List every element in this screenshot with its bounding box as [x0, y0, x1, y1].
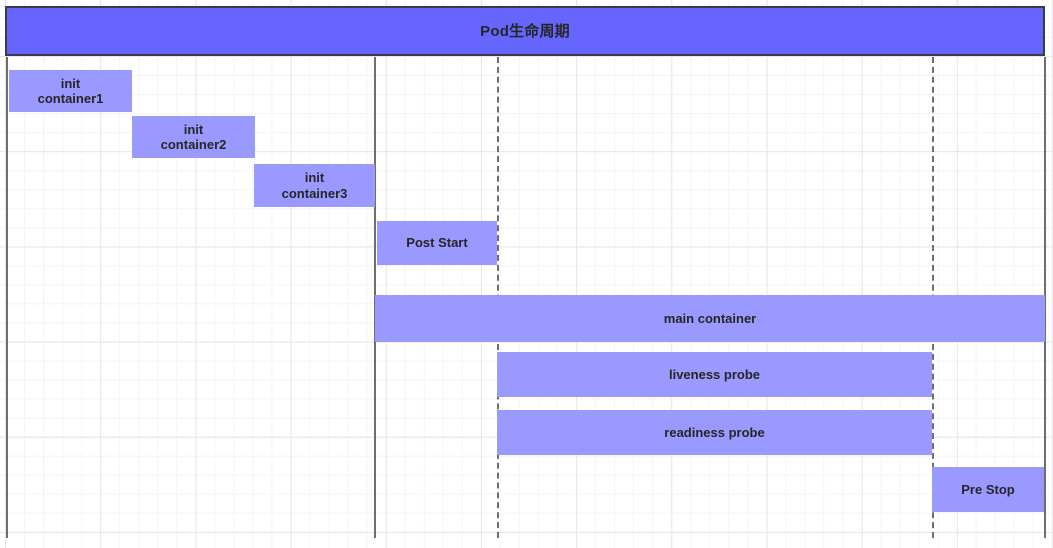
bar-main-container: main container [375, 295, 1045, 342]
bar-pre-stop: Pre Stop [932, 467, 1044, 512]
bar-init-container-2: init container2 [132, 116, 255, 158]
bar-post-start: Post Start [377, 221, 497, 265]
chart-right-axis [1044, 57, 1046, 538]
diagram-title-bar: Pod生命周期 [5, 6, 1045, 56]
chart-left-axis [6, 57, 8, 538]
bar-liveness-probe: liveness probe [497, 352, 932, 397]
bar-init-container-3: init container3 [254, 164, 375, 207]
bar-readiness-probe: readiness probe [497, 410, 932, 455]
page-title: Pod生命周期 [480, 22, 570, 40]
bar-init-container-1: init container1 [9, 70, 132, 112]
